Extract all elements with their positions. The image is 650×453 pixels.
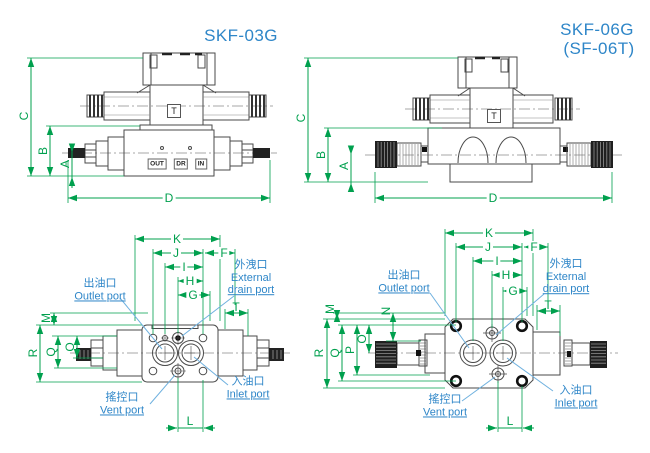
drain-port-en2: drain port <box>227 284 275 297</box>
outlet-port-circle <box>459 339 487 367</box>
vent-port-hole <box>489 365 507 383</box>
outlet-port-zh: 出油口 <box>83 277 117 290</box>
dim-label-l-left: L <box>186 414 194 428</box>
centerlines <box>62 105 622 354</box>
dim-label-t-right: T <box>544 298 552 312</box>
dim-label-k-left: K <box>170 232 184 246</box>
dim-label-n-right: N <box>379 306 393 316</box>
dim-label-q-left: Q <box>44 347 58 357</box>
vent-port-zh: 搖控口 <box>428 393 462 406</box>
dim-label-m-right: M <box>323 304 337 314</box>
title-skf03g: SKF-03G <box>204 26 278 45</box>
in-marking: IN <box>195 158 207 170</box>
inlet-port-zh: 入油口 <box>559 384 593 397</box>
external-drain-port-hole <box>171 331 185 345</box>
dimension-lines <box>27 58 612 432</box>
dim-label-f-left: F <box>218 246 230 260</box>
skf03g-top-view-drawing <box>76 324 284 383</box>
tank-symbol-box-skf06g: T <box>487 109 501 123</box>
dim-label-q-right: Q <box>328 348 342 358</box>
title-skf06g: SKF-06G <box>560 20 634 39</box>
dim-label-p-right: P <box>343 345 357 355</box>
dim-label-j-left: J <box>171 246 181 260</box>
extension-lines <box>27 57 613 432</box>
inlet-port-circle <box>178 340 204 366</box>
dim-label-d-left: D <box>162 191 176 205</box>
dim-label-g-right: G <box>506 284 520 298</box>
dim-label-k-right: K <box>482 226 496 240</box>
bolt-holes <box>148 333 208 376</box>
port-label-inlet-left: 入油口 Inlet port <box>227 375 270 400</box>
drain-port-zh: 外洩口 <box>549 258 583 271</box>
out-marking: OUT <box>147 158 167 170</box>
skf06g-top-view-drawing <box>375 318 607 389</box>
port-label-drain-right: 外洩口 External drain port <box>543 258 589 296</box>
vent-port-hole <box>170 363 186 379</box>
dim-label-r-right: R <box>312 348 326 358</box>
leader-lines <box>119 292 554 405</box>
outlet-port-en: Outlet port <box>378 282 430 294</box>
drain-port-en2: drain port <box>542 283 590 296</box>
dim-label-b-left: B <box>36 146 50 156</box>
port-label-vent-right: 搖控口 Vent port <box>423 393 467 418</box>
dr-marking: DR <box>173 158 189 170</box>
inlet-port-en: Inlet port <box>554 397 598 409</box>
outlet-port-en: Outlet port <box>74 290 126 302</box>
tank-symbol-box-skf03g: T <box>167 104 181 118</box>
inlet-port-en: Inlet port <box>226 388 270 400</box>
dim-label-h-left: H <box>183 274 197 288</box>
dim-label-b-right: B <box>314 150 328 160</box>
dim-label-r-left: R <box>26 348 40 358</box>
port-label-outlet-right: 出油口 Outlet port <box>378 269 429 294</box>
vent-port-en: Vent port <box>422 406 468 418</box>
drain-port-en1: External <box>545 270 587 283</box>
bolt-holes <box>449 319 529 388</box>
dim-label-a-left: A <box>58 159 72 169</box>
dim-label-t-left: T <box>232 300 240 314</box>
vent-port-zh: 搖控口 <box>105 391 139 404</box>
vent-port-en: Vent port <box>99 404 145 416</box>
title-skf06g-alt: (SF-06T) <box>563 39 635 58</box>
drain-port-zh: 外洩口 <box>234 259 268 272</box>
dim-label-f-right: F <box>528 240 540 254</box>
port-label-outlet-left: 出油口 Outlet port <box>74 277 125 302</box>
dim-label-o-left: O <box>63 342 77 352</box>
dim-label-g-left: G <box>186 288 200 302</box>
dim-label-o-right: O <box>355 334 369 344</box>
outlet-port-zh: 出油口 <box>387 269 421 282</box>
dim-label-c-right: C <box>294 113 308 123</box>
dim-label-h-right: H <box>499 268 513 282</box>
port-label-inlet-right: 入油口 Inlet port <box>555 384 598 409</box>
dim-label-i-right: I <box>493 254 501 268</box>
dim-label-i-left: I <box>180 260 188 274</box>
skf06g-side-view-drawing <box>375 56 613 183</box>
drain-port-en1: External <box>230 271 272 284</box>
port-label-drain-left: 外洩口 External drain port <box>228 259 274 297</box>
dim-label-c-left: C <box>17 111 31 121</box>
dim-label-m-left: M <box>39 313 53 323</box>
dim-label-d-right: D <box>486 191 500 205</box>
dim-label-j-right: J <box>483 240 493 254</box>
dim-label-a-right: A <box>337 161 351 171</box>
skf03g-side-view-drawing <box>68 52 270 177</box>
port-label-vent-left: 搖控口 Vent port <box>100 391 144 416</box>
inlet-port-zh: 入油口 <box>231 375 265 388</box>
dim-label-l-right: L <box>506 414 514 428</box>
outlet-port-circle <box>152 340 178 366</box>
